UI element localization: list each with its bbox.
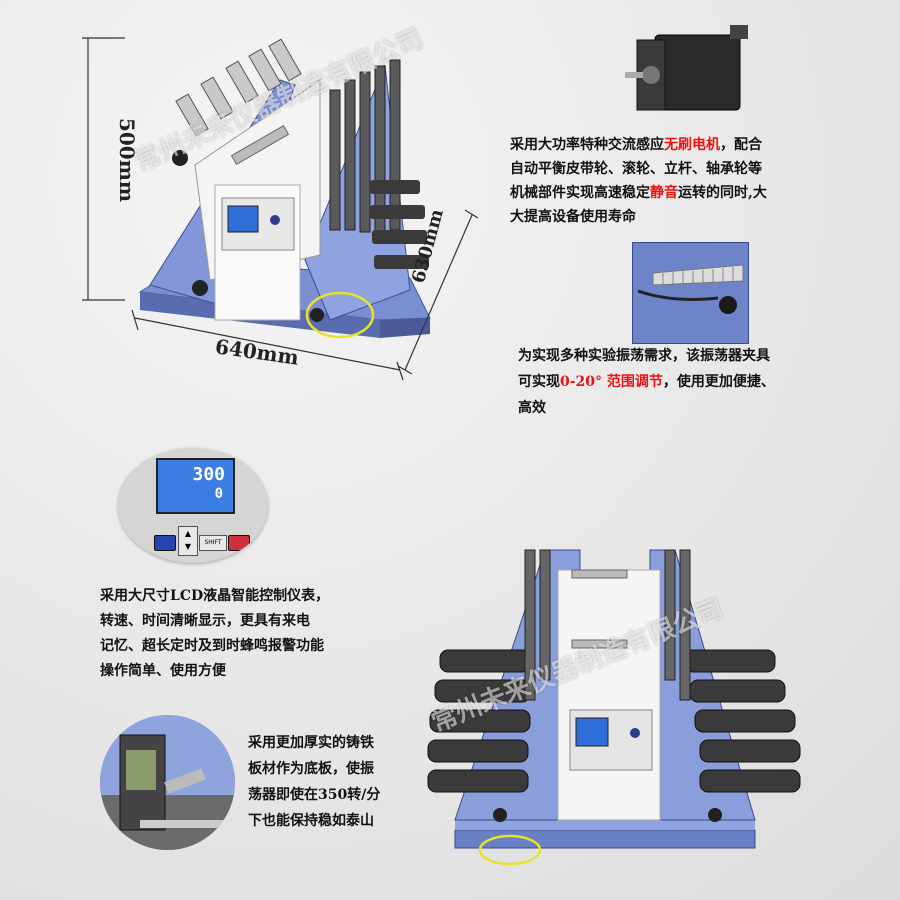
machine-photo-bottom	[410, 530, 810, 870]
machine-photo-top	[80, 20, 510, 410]
base-feature-text: 采用更加厚实的铸铁 板材作为底板，使振 荡器即使在350转/分 下也能保持稳如泰…	[248, 735, 381, 829]
motor-photo	[625, 25, 755, 125]
caliper-photo	[100, 715, 235, 850]
lcd-panel-photo: 300 0 ▲▼ SHIFT	[118, 448, 268, 563]
lcd-screen: 300 0	[156, 458, 235, 514]
button-red[interactable]	[228, 535, 250, 551]
lcd-speed: 300	[192, 464, 225, 485]
up-down-button[interactable]: ▲▼	[178, 526, 198, 556]
shift-button[interactable]: SHIFT	[199, 535, 227, 551]
lcd-feature-text: 采用大尺寸LCD液晶智能控制仪表， 转速、时间清晰显示，更具有来电 记忆、超长定…	[100, 588, 330, 679]
clamp-feature-text: 为实现多种实验振荡需求，该振荡器夹具 可实现0-20° 范围调节，使用更加便捷、…	[518, 348, 775, 416]
clamp-adjust-photo	[632, 242, 749, 344]
button-blue[interactable]	[154, 535, 176, 551]
motor-feature-text: 采用大功率特种交流感应无刷电机，配合 自动平衡皮带轮、滚轮、立杆、轴承轮等 机械…	[510, 137, 767, 225]
lcd-time: 0	[214, 486, 223, 502]
